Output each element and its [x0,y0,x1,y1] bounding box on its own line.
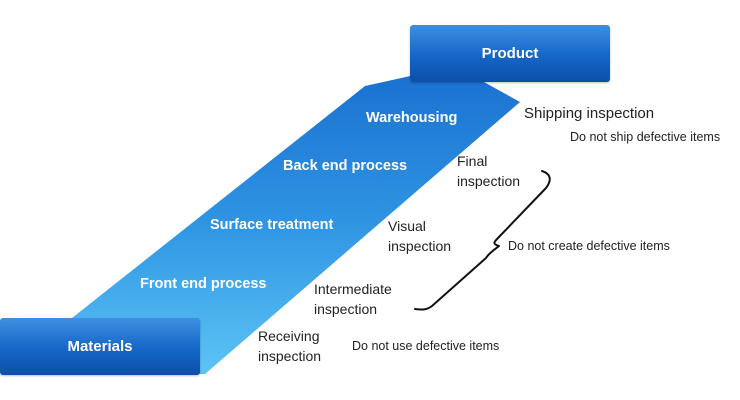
note-do-not-use: Do not use defective items [352,339,500,353]
product-box: Product [410,25,610,82]
intermediate-inspection: Intermediate inspection [314,281,392,317]
note-do-not-ship: Do not ship defective items [570,130,721,144]
shipping-inspection: Shipping inspection [524,105,655,122]
stage-back-end: Back end process [283,158,408,174]
materials-label: Materials [67,338,133,355]
final-inspection: Final inspection [457,153,521,189]
stage-warehousing: Warehousing [366,110,458,126]
process-band [72,66,520,374]
bracket-shape [414,170,551,311]
receiving-inspection: Receiving inspection [258,328,322,364]
stage-front-end: Front end process [140,276,267,292]
product-label: Product [481,45,539,62]
materials-box: Materials [0,318,200,375]
note-do-not-create: Do not create defective items [508,239,670,253]
stage-surface-treatment: Surface treatment [210,217,334,233]
visual-inspection: Visual inspection [388,218,452,254]
